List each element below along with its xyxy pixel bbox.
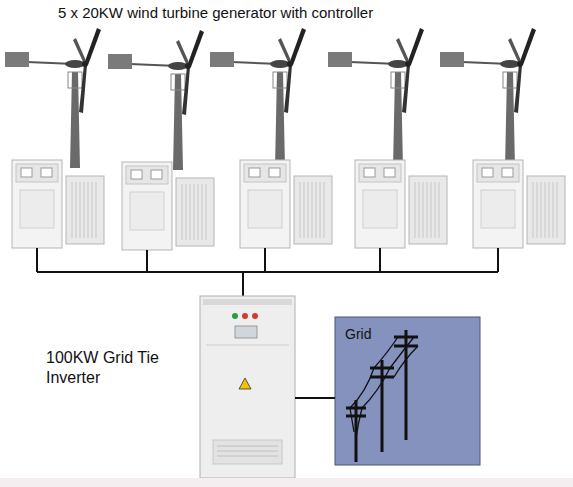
bottom-band <box>0 478 573 487</box>
power-line <box>350 337 418 438</box>
controller-set <box>12 160 104 248</box>
indicator-light <box>252 313 258 319</box>
grid-panel <box>335 317 480 465</box>
wind-turbine <box>328 28 424 168</box>
wind-turbine <box>210 28 306 168</box>
warning-sign <box>239 378 251 389</box>
wind-turbine <box>440 28 536 168</box>
wind-turbine <box>5 28 101 168</box>
cabinet-top <box>203 299 292 305</box>
controller-set <box>355 160 447 248</box>
indicator-light <box>232 313 238 319</box>
wind-turbine <box>108 30 204 170</box>
pylons <box>346 330 418 462</box>
node-label: Grid <box>345 325 371 343</box>
vent-grille <box>213 440 282 464</box>
inverter-node: 100KW Grid Tie Inverter <box>200 296 295 478</box>
controller-set <box>122 162 214 250</box>
controller-set <box>240 160 332 248</box>
dc-bus <box>37 248 498 296</box>
cable <box>295 397 335 399</box>
wiring <box>37 248 498 296</box>
display <box>235 326 257 338</box>
vent-slot <box>217 446 278 456</box>
indicator-light <box>242 313 248 319</box>
controller-set <box>473 160 565 248</box>
diagram-title: 5 x 20KW wind turbine generator with con… <box>58 4 373 21</box>
inverter-cabinet <box>200 296 295 478</box>
pylon <box>346 400 366 462</box>
pylon <box>370 360 394 452</box>
node-label: 100KW Grid Tie Inverter <box>46 348 186 388</box>
grid-node: Grid <box>335 317 480 465</box>
door-seam <box>206 345 289 346</box>
